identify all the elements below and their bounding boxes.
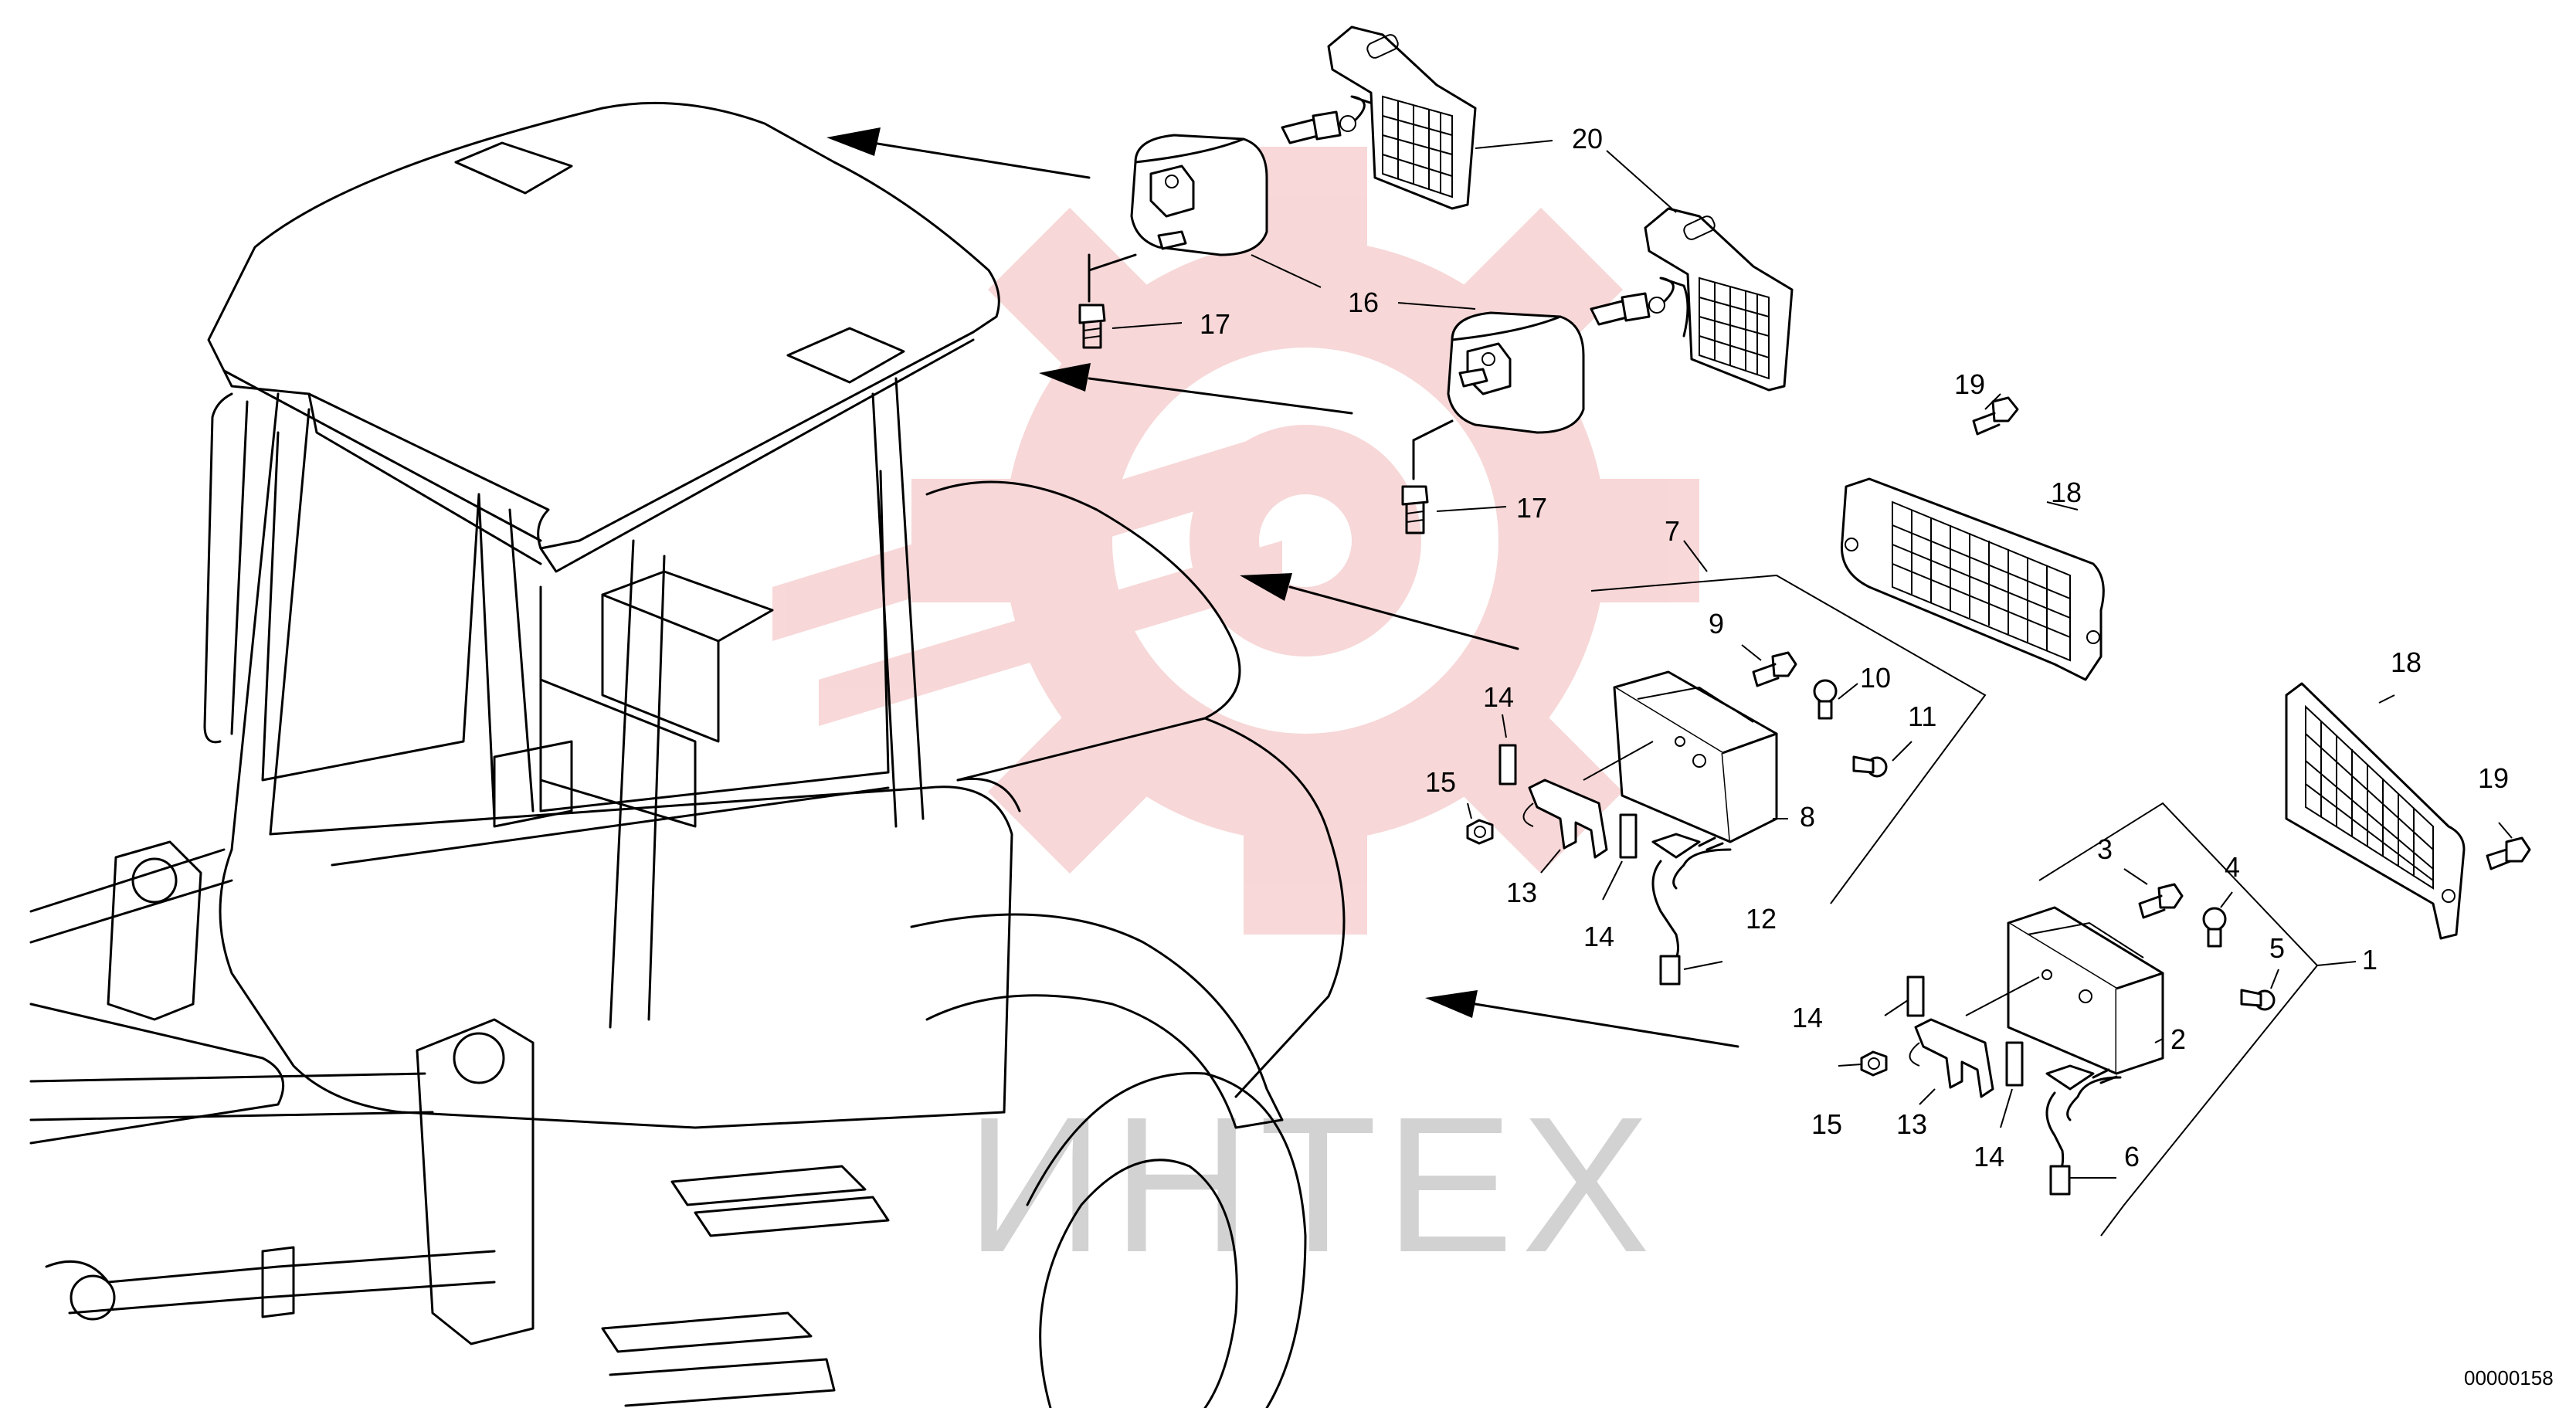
callout-3: 3	[2097, 833, 2113, 865]
callout-13-a: 13	[1506, 877, 1537, 908]
callout-11: 11	[1908, 701, 1936, 732]
bolt-9	[1752, 651, 1797, 687]
nut-15b	[1860, 1050, 1888, 1077]
callout-leaders	[1112, 140, 2513, 1179]
callout-8: 8	[1800, 801, 1815, 833]
callout-17-lower: 17	[1516, 492, 1547, 524]
guard-18-lower	[2285, 682, 2466, 940]
bracket-13b	[1909, 1018, 1994, 1098]
harness-12	[1651, 833, 1732, 986]
callout-15-b: 15	[1811, 1108, 1842, 1140]
callout-7: 7	[1665, 515, 1680, 547]
nut-15a	[1466, 819, 1494, 845]
callout-4: 4	[2225, 851, 2240, 883]
tail-lamp-assembly-1	[1965, 802, 2319, 1237]
callout-labels: 20 16 17 17 19 18 7 9 10 11 14 15 8 13 1…	[1200, 123, 2509, 1172]
work-light-upper	[1088, 134, 1268, 303]
lamp-socket-upper	[1281, 95, 1380, 156]
callout-19-upper: 19	[1954, 368, 1985, 400]
pad-14d	[2005, 1041, 2024, 1087]
lamp-socket-lower	[1590, 277, 1689, 338]
pad-14b	[1619, 813, 1638, 859]
callout-14-b: 14	[1583, 921, 1614, 952]
watermark-text: ИНТЕХ	[966, 1077, 1658, 1292]
callout-14-a: 14	[1483, 681, 1514, 713]
callout-17-upper: 17	[1200, 308, 1230, 340]
grille-20-lower	[1644, 207, 1794, 392]
pad-14a	[1498, 744, 1517, 785]
callout-16: 16	[1348, 287, 1379, 318]
bolt-19-lower	[2486, 836, 2531, 870]
machine-illustration	[29, 101, 1346, 1408]
callout-14-d: 14	[1974, 1141, 2004, 1172]
callout-20: 20	[1572, 123, 1603, 154]
bulb-10	[1813, 679, 1838, 720]
callout-13-b: 13	[1896, 1108, 1927, 1140]
bolt-3	[2138, 883, 2184, 919]
guard-18-upper	[1840, 477, 2105, 681]
leader-arrows	[826, 127, 1739, 1048]
bolt-17-lower	[1401, 485, 1429, 534]
bulb-11	[1852, 755, 1888, 778]
callout-5: 5	[2269, 932, 2285, 964]
bolt-19-upper	[1972, 396, 2019, 436]
tail-lamp-assembly-7	[1583, 574, 1987, 904]
bolt-17-upper	[1078, 304, 1106, 349]
bulb-4	[2202, 907, 2227, 948]
drawing-code: 00000158	[2464, 1366, 2554, 1389]
harness-6	[2045, 1064, 2122, 1196]
grille-20-upper	[1327, 25, 1477, 210]
callout-18-upper: 18	[2051, 477, 2082, 508]
bracket-13a	[1522, 779, 1608, 859]
bulb-5	[2240, 989, 2276, 1011]
pad-14c	[1906, 975, 1925, 1017]
work-light-lower	[1412, 311, 1585, 480]
callout-12: 12	[1746, 903, 1777, 935]
callout-14-c: 14	[1792, 1002, 1823, 1033]
callout-6: 6	[2124, 1141, 2140, 1172]
callout-9: 9	[1709, 608, 1724, 640]
callout-18-lower: 18	[2391, 646, 2422, 678]
callout-19-lower: 19	[2478, 762, 2509, 794]
callout-10: 10	[1860, 662, 1891, 694]
callout-2: 2	[2170, 1023, 2186, 1055]
callout-1: 1	[2362, 944, 2377, 975]
callout-15-a: 15	[1425, 766, 1456, 798]
